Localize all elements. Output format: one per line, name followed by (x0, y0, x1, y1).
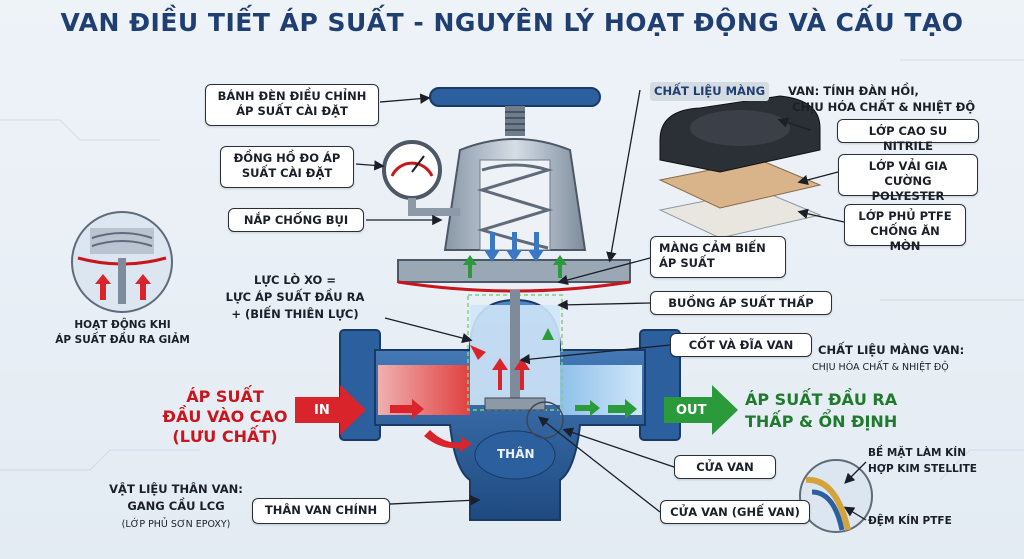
label-body-material-2: GANG CẦU LCG (127, 499, 225, 513)
label-port: CỬA VAN (674, 455, 776, 479)
label-spring-force-3: + (BIẾN THIÊN LỰC) (231, 307, 359, 321)
membrane-layers-icon (658, 95, 822, 239)
seal-inset-icon (799, 459, 873, 533)
inlet-arrow-icon (295, 385, 366, 435)
label-layer-nitrile: LỚP CAO SU NITRILE (837, 119, 979, 153)
pressure-gauge-icon (382, 140, 460, 216)
label-seal-surface-2: HỢP KIM STELLITE (868, 463, 977, 475)
label-low-chamber: BUỒNG ÁP SUẤT THẤP (650, 291, 832, 315)
label-inlet-2: ĐẦU VÀO CAO (162, 407, 288, 426)
label-main-body: THÂN VAN CHÍNH (252, 498, 390, 524)
inset-left-icon (71, 211, 173, 313)
diaphragm-icon (397, 280, 631, 293)
body-text: THÂN (497, 447, 535, 461)
label-gauge: ĐỒNG HỒ ĐO ÁP SUẤT CÀI ĐẶT (220, 146, 354, 188)
handwheel-icon[interactable] (429, 87, 601, 136)
label-membrane-title-c: CHỊU HÓA CHẤT & NHIỆT ĐỘ (792, 100, 976, 114)
label-dust-cap: NẮP CHỐNG BỤI (228, 208, 364, 232)
out-label: OUT (676, 403, 707, 418)
outlet-arrow-icon (664, 385, 738, 435)
valve-body (339, 290, 681, 521)
page-title: VAN ĐIỀU TIẾT ÁP SUẤT - NGUYÊN LÝ HOẠT Đ… (60, 8, 964, 37)
in-label: IN (314, 403, 330, 418)
label-outlet-1: ÁP SUẤT ĐẦU RA (745, 390, 898, 409)
label-membrane-material2-1: CHẤT LIỆU MÀNG VAN: (818, 343, 965, 357)
spring-icon (476, 163, 554, 250)
label-inset-left-2: ÁP SUẤT ĐẦU RA GIẢM (55, 334, 190, 346)
bonnet-housing (397, 138, 631, 293)
label-ptfe-seal: ĐỆM KÍN PTFE (868, 515, 952, 527)
label-membrane-title-b: VAN: TÍNH ĐÀN HỒI, (788, 84, 919, 98)
label-spring-force-2: LỰC ÁP SUẤT ĐẦU RA (225, 290, 365, 304)
label-body-material-3: (LỚP PHỦ SƠN EPOXY) (121, 519, 231, 530)
label-seal-surface-1: BỀ MẶT LÀM KÍN (868, 447, 966, 459)
label-outlet-2: THẤP & ỔN ĐỊNH (745, 412, 898, 431)
label-stem-disc: CỐT VÀ ĐĨA VAN (670, 333, 812, 357)
label-seat: CỬA VAN (GHẾ VAN) (660, 500, 810, 524)
label-inlet-3: (LƯU CHẤT) (172, 427, 278, 446)
label-membrane-material2-2: CHỊU HÓA CHẤT & NHIỆT ĐỘ (812, 362, 949, 373)
label-body-material-1: VẬT LIỆU THÂN VAN: (109, 482, 243, 496)
label-inlet-1: ÁP SUẤT (186, 387, 264, 406)
label-membrane-title-a: CHẤT LIỆU MÀNG (650, 82, 770, 101)
label-inset-left-1: HOẠT ĐỘNG KHI (74, 319, 171, 331)
label-handwheel: BÁNH ĐÈN ĐIỀU CHỈNH ÁP SUẤT CÀI ĐẶT (205, 84, 379, 126)
label-spring-force-1: LỰC LÒ XO = (254, 273, 336, 287)
